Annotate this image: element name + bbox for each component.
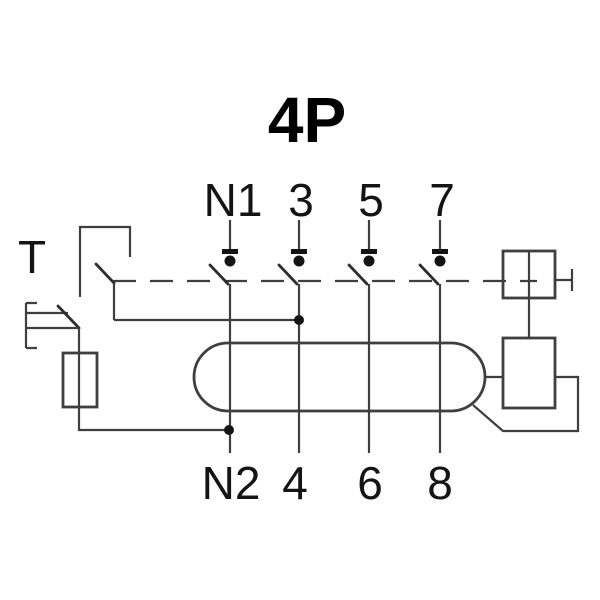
terminal-arrow-7: [432, 249, 448, 254]
terminal-arrow-3: [291, 249, 307, 254]
trip-relay: [472, 336, 580, 433]
push-button-blade: [56, 304, 81, 330]
junction-dot-l1-tap: [294, 315, 304, 325]
pole-neutral: [208, 220, 238, 453]
test-return-wire: [77, 328, 229, 432]
pole-l2: [347, 220, 377, 453]
test-push-button: [24, 301, 81, 350]
terminal-label-4: 4: [282, 457, 308, 509]
test-circuit-aux-switch: [78, 225, 304, 325]
toroidal-current-transformer: [192, 341, 487, 413]
terminal-arrow-n1: [222, 249, 238, 254]
terminal-arrow-5: [361, 249, 377, 254]
test-resistor-branch: [61, 328, 234, 435]
terminal-label-7: 7: [429, 174, 455, 226]
test-resistor: [61, 351, 99, 409]
terminal-label-n1: N1: [204, 174, 263, 226]
switch-blade-n: [208, 263, 230, 286]
fixed-contact-dot-n1: [224, 255, 236, 267]
terminal-label-8: 8: [427, 457, 453, 509]
trip-mechanism: [501, 249, 574, 338]
aux-switch-blade: [94, 262, 116, 285]
pole-l3: [418, 220, 448, 453]
secondary-wire-lower: [472, 375, 580, 433]
terminal-label-5: 5: [358, 174, 384, 226]
fixed-contact-dot-3: [293, 255, 305, 267]
push-button-plunger: [24, 301, 37, 350]
fixed-contact-dot-5: [363, 255, 375, 267]
switch-blade-l1: [277, 263, 299, 286]
junction-dot-n2: [224, 425, 234, 435]
aux-switch-fixed-arm: [78, 225, 132, 297]
terminal-label-n2: N2: [202, 457, 261, 509]
test-button-label: T: [18, 231, 46, 283]
switch-blade-l2: [347, 263, 369, 286]
trip-relay-box: [501, 336, 557, 410]
fixed-contact-dot-7: [434, 255, 446, 267]
diagram-title: 4P: [268, 84, 346, 156]
switch-blade-l3: [418, 263, 440, 286]
terminal-label-6: 6: [357, 457, 383, 509]
terminal-label-3: 3: [288, 174, 314, 226]
pole-l1: [277, 220, 307, 453]
